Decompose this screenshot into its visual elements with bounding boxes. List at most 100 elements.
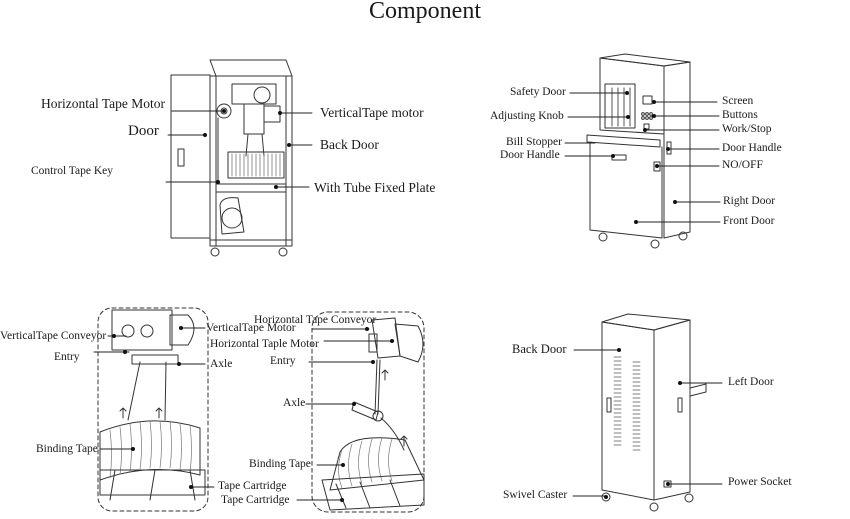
front-leader-dots [611,91,677,224]
rear-view-machine [572,313,723,512]
label-back-door: Back Door [320,137,379,152]
label-left-door: Left Door [728,376,774,388]
h-binding-tape-coil [329,437,425,491]
caster-rr [684,493,694,503]
tape-line-2 [261,133,265,157]
door-handle-slot [177,148,185,167]
conveyor-block [243,103,265,135]
h-axle-end [372,410,384,422]
h-entry-block [368,333,378,353]
v-motor-cylinder [169,314,195,346]
caster-rm [649,502,659,512]
vent-slots [613,356,641,451]
caster-rl [601,492,611,502]
safety-door-window [604,83,636,129]
label-h-binding-tape: Binding Tape [249,458,311,470]
tube-fixed-plate [215,183,287,193]
label-door: Door [128,123,159,139]
caster-fl [598,232,608,242]
coil-rack-ribs [231,153,281,177]
label-control-tape-key: Control Tape Key [31,165,114,177]
bill-stopper-shelf [586,134,661,148]
label-v-entry: Entry [54,351,80,363]
v-arrow-left [119,407,127,419]
label-right-door: Right Door [723,195,776,207]
v-tape-cartridge [99,469,206,501]
label-buttons: Buttons [722,109,758,121]
front-view-machine [564,53,721,249]
h-coil-rings [338,437,393,489]
label-horizontal-tape-conveyor: Horizontal Tape Conveyor [254,314,377,326]
rear-left-shelf [689,383,707,397]
caster-right [278,247,288,257]
h-leader-dots [340,327,394,502]
v-tape-right [164,361,167,421]
v-leader-dots [112,326,193,489]
rear-door-handle [606,397,612,413]
v-leader-lines [93,327,215,488]
open-door [170,74,211,239]
v-conveyor-housing [111,309,173,351]
v-binding-tape-coil [99,420,201,481]
label-h-tape-cartridge: Tape Cartridge [221,494,290,506]
interior-leader-lines [165,110,313,188]
screen [642,95,653,105]
horizontal-mechanism [296,311,425,513]
v-gear-left [121,324,135,338]
lower-reel [219,197,245,235]
vertical-motor-body [253,86,271,104]
label-door-handle-front: Door Handle [500,149,560,161]
left-door-handle [677,397,683,413]
label-v-tape-cartridge: Tape Cartridge [218,480,287,492]
lower-front-door [589,141,663,239]
label-work-stop: Work/Stop [722,123,772,135]
button-panel [641,112,653,120]
label-horizontal-tape-motor: Horizontal Tape Motor [41,96,166,111]
label-safety-door: Safety Door [510,86,566,98]
label-bill-stopper: Bill Stopper [506,136,562,148]
h-tape-down [377,359,381,415]
label-v-binding-tape: Binding Tape [36,443,98,455]
caster-br [678,231,688,241]
label-swivel-caster: Swivel Caster [503,489,568,501]
rear-leader-dots [604,348,682,499]
label-front-door: Front Door [723,215,775,227]
label-door-handle-right: Door Handle [722,142,782,154]
h-leader-lines [296,328,393,501]
label-adjusting-knob: Adjusting Knob [490,110,564,122]
safety-door-bars [611,87,631,127]
h-axle-cylinder [351,401,379,421]
tape-line-1 [245,133,249,157]
h-tape-up [374,359,378,415]
label-screen: Screen [722,95,754,107]
caster-left [210,247,220,257]
dashed-frame-right [311,311,425,513]
h-arrow-1 [381,369,389,381]
label-tube-fixed-plate: With Tube Fixed Plate [314,180,436,195]
label-v-horizontal-taple-motor: Horizontal Taple Motor [210,338,319,350]
h-tape-to-coil [380,417,405,451]
label-vertical-tape-conveyor: VerticalTape Conveyor [0,330,107,342]
rear-top [601,313,691,331]
caster-fr [650,239,660,249]
label-no-off: NO/OFF [722,159,763,171]
label-vertical-tape-motor: VerticalTape motor [320,105,424,120]
v-arrow-right [155,407,163,419]
rear-leader-lines [572,349,723,497]
cabinet-top [209,59,293,77]
lower-reel-hub [221,207,243,229]
interior-leader-dots [203,109,291,189]
h-arrow-2 [400,435,408,447]
v-gear-right [140,324,154,338]
label-v-vertical-tape-motor: VerticalTape Motor [206,322,296,334]
interior-view-machine [165,59,313,257]
front-leader-lines [564,92,721,223]
rear-back-panel [601,321,655,501]
h-tape-cartridge [321,473,425,511]
label-h-axle: Axle [283,397,306,409]
vertical-mechanism [93,307,215,512]
h-motor-cylinder [394,323,424,363]
cabinet-frame [209,75,293,247]
upper-front [599,57,665,135]
